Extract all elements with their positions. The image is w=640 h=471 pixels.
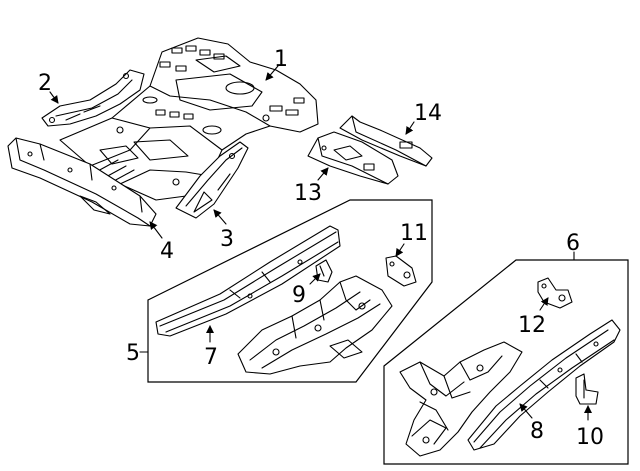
- floor-pan-part: [59, 37, 319, 201]
- callout-labels: 1 2 3 4 5 6 7 8 9 10 11 12 13 14: [38, 47, 604, 450]
- callout-7: 7: [204, 345, 218, 370]
- leader-3: [213, 209, 227, 225]
- group-box-5: [147, 199, 433, 383]
- leader-13: [317, 167, 329, 181]
- bracket-part-2: [41, 69, 145, 127]
- leader-lines: [49, 65, 592, 421]
- callout-13: 13: [294, 181, 322, 206]
- callout-12: 12: [518, 313, 546, 338]
- leader-9: [309, 273, 321, 285]
- bracket-part-3: [175, 141, 249, 219]
- group-box-6: [383, 259, 629, 465]
- bracket-part-13: [307, 131, 399, 185]
- bracket-part-9: [315, 259, 333, 283]
- callout-3: 3: [220, 227, 234, 252]
- callout-6: 6: [566, 231, 580, 256]
- leader-2: [49, 91, 59, 104]
- callout-2: 2: [38, 71, 52, 96]
- plate-part-11: [385, 255, 417, 287]
- frame-assembly-box5: [237, 275, 393, 375]
- callout-5: 5: [126, 341, 140, 366]
- callout-14: 14: [414, 101, 442, 126]
- crossmember-part-4: [7, 137, 157, 227]
- rail-part-8: [467, 319, 621, 451]
- bracket-part-14: [339, 115, 433, 167]
- rail-part-7: [155, 225, 341, 337]
- callout-9: 9: [292, 283, 306, 308]
- callout-11: 11: [400, 221, 428, 246]
- leader-11: [395, 243, 405, 257]
- frame-assembly-box6: [399, 341, 523, 457]
- leader-1: [265, 65, 279, 81]
- bracket-part-10: [575, 373, 599, 405]
- callout-8: 8: [530, 419, 544, 444]
- callout-1: 1: [274, 47, 288, 72]
- leader-12: [539, 297, 549, 311]
- leader-4: [149, 221, 163, 239]
- callout-10: 10: [576, 425, 604, 450]
- callout-4: 4: [160, 239, 174, 264]
- leader-14: [405, 121, 415, 135]
- plate-part-12: [537, 277, 573, 309]
- leader-8: [519, 403, 533, 419]
